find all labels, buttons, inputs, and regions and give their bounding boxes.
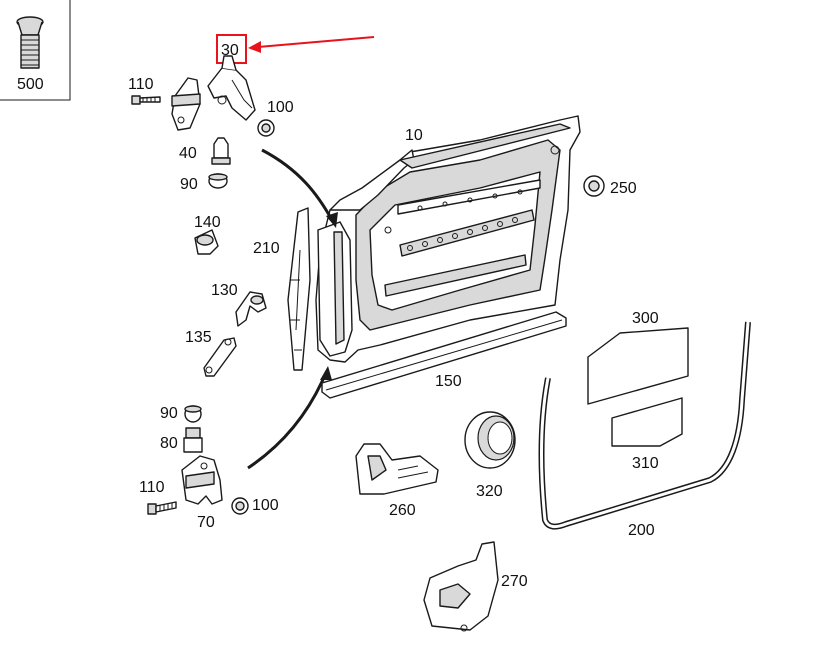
nut-100-bottom [231, 497, 249, 515]
hinge-plate-top [171, 77, 201, 131]
pin-80 [183, 427, 203, 453]
bushing-140 [194, 229, 219, 255]
check-strap-135 [203, 337, 237, 377]
cover-130 [235, 291, 267, 327]
label-200: 200 [628, 522, 655, 539]
arrow-down-icon [326, 212, 338, 228]
nut-90-bottom [184, 405, 202, 423]
label-70: 70 [197, 514, 215, 531]
label-320: 320 [476, 483, 503, 500]
hinge-bracket-30 [207, 55, 256, 121]
label-270: 270 [501, 573, 528, 590]
door-seal-200 [538, 321, 751, 530]
label-150: 150 [435, 373, 462, 390]
hinge-70 [181, 455, 223, 505]
clip-500-drawing [16, 16, 44, 69]
label-500: 500 [17, 76, 44, 93]
label-10: 10 [405, 127, 423, 144]
label-135: 135 [185, 329, 212, 346]
grommet-250 [583, 175, 605, 197]
label-110-bottom: 110 [139, 479, 165, 496]
door-shell-10: 10 [315, 115, 581, 363]
label-100-top: 100 [267, 99, 294, 116]
label-40: 40 [179, 145, 197, 162]
seal-strip-210 [287, 207, 311, 371]
label-100-bottom: 100 [252, 497, 279, 514]
bolt-110-bottom [147, 501, 177, 515]
lower-hinge-group: 90 80 110 70 100 [139, 405, 279, 531]
sheet-310 [611, 397, 683, 447]
pin-40 [211, 137, 231, 165]
arrow-head-icon [248, 41, 261, 53]
label-300: 300 [632, 310, 659, 327]
label-90-top: 90 [180, 176, 198, 193]
label-140: 140 [194, 214, 221, 231]
highlight-callout-30: 30 [216, 34, 375, 64]
label-110-top: 110 [128, 76, 154, 93]
highlight-arrow [257, 36, 375, 48]
label-310: 310 [632, 455, 659, 472]
label-90-bottom: 90 [160, 405, 178, 422]
assembly-arrows [247, 148, 338, 470]
upper-hinge-group: 110 100 40 90 [128, 55, 294, 193]
nut-90-top [208, 173, 228, 189]
foam-270 [423, 541, 499, 632]
label-250: 250 [610, 180, 637, 197]
bolt-110-top [131, 95, 161, 105]
ring-320 [464, 411, 516, 469]
nut-100-top [257, 119, 275, 137]
label-80: 80 [160, 435, 178, 452]
label-210: 210 [253, 240, 280, 257]
arrow-up-icon [320, 366, 332, 380]
label-260: 260 [389, 502, 416, 519]
label-30: 30 [221, 42, 239, 59]
bracket-260 [355, 443, 439, 495]
sheet-300 [587, 327, 689, 405]
part-500-inset: 500 [0, 0, 71, 101]
label-130: 130 [211, 282, 238, 299]
sill-trim-150 [321, 311, 567, 399]
